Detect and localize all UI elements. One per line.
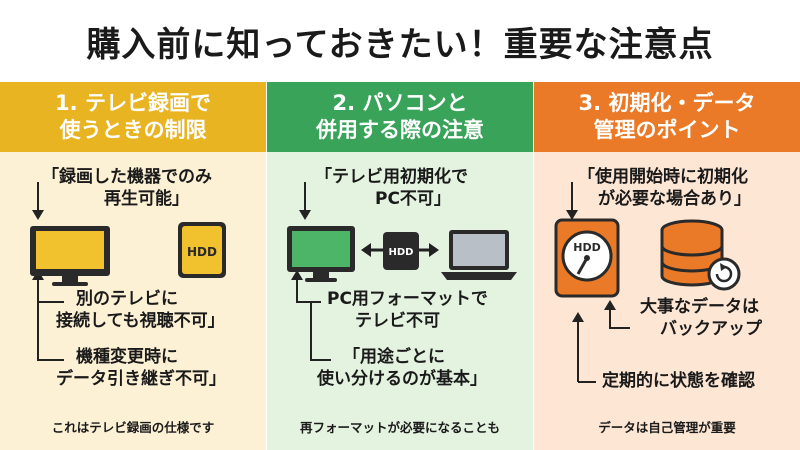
column-header: 1. テレビ録画で 使うときの制限 bbox=[0, 82, 266, 152]
note-2-line2: 接続しても視聴不可」 bbox=[56, 311, 225, 331]
column-tv-recording: 1. テレビ録画で 使うときの制限 HDD 「録画した機器でのみ 再生可能」 別… bbox=[0, 82, 266, 450]
note-2-line2: テレビ不可 bbox=[355, 311, 440, 331]
note-3-line2: 使い分けるのが基本」 bbox=[317, 369, 487, 389]
note-2-line1: 大事なデータは bbox=[640, 297, 759, 317]
column-illustration: HDD bbox=[30, 182, 226, 361]
arrow-head-icon bbox=[291, 270, 303, 280]
hdd-label: HDD bbox=[187, 245, 217, 259]
column-header-line2: 管理のポイント bbox=[593, 118, 741, 142]
column-header: 2. パソコンと 併用する際の注意 bbox=[267, 82, 533, 152]
tv-icon bbox=[30, 226, 110, 286]
column-illustration: HDD bbox=[287, 182, 517, 361]
arrow-up-icon bbox=[296, 276, 321, 303]
hard-drive-icon: HDD bbox=[554, 218, 620, 298]
note-3-line2: データ引き継ぎ不可」 bbox=[56, 369, 226, 389]
laptop-icon bbox=[441, 230, 517, 280]
column-header-line2: 使うときの制限 bbox=[59, 118, 207, 142]
column-header: 3. 初期化・データ 管理のポイント bbox=[534, 82, 800, 152]
note-1-line2: が必要な場合あり」 bbox=[598, 189, 751, 209]
note-1-line2: PC不可」 bbox=[375, 189, 451, 209]
monitor-icon bbox=[287, 226, 355, 282]
column-footer: データは自己管理が重要 bbox=[598, 420, 736, 435]
column-header-line1: 1. テレビ録画で bbox=[55, 91, 211, 115]
note-1-line1: 「録画した機器でのみ bbox=[42, 167, 212, 187]
page-title: 購入前に知っておきたい！重要な注意点 bbox=[0, 0, 800, 82]
column-init-data: 3. 初期化・データ 管理のポイント HDD 「使用開始時に初期化 が bbox=[534, 82, 800, 450]
note-1-line2: 再生可能」 bbox=[104, 189, 189, 209]
column-header-line1: 3. 初期化・データ bbox=[578, 91, 756, 115]
connector-line bbox=[37, 302, 64, 361]
column-footer: これはテレビ録画の仕様です bbox=[51, 420, 215, 435]
note-2-line1: PC用フォーマットで bbox=[327, 289, 488, 309]
note-3-line1: 定期的に状態を確認 bbox=[602, 371, 755, 391]
database-backup-icon bbox=[660, 219, 741, 291]
arrow-head-icon bbox=[604, 300, 616, 310]
arrow-head-icon bbox=[32, 210, 44, 220]
column-illustration: HDD bbox=[554, 182, 741, 383]
note-1-line1: 「使用開始時に初期化 bbox=[578, 167, 748, 187]
column-header-line2: 併用する際の注意 bbox=[316, 118, 484, 142]
note-2-line2: バックアップ bbox=[660, 319, 762, 339]
note-2-line1: 別のテレビに bbox=[76, 289, 178, 309]
arrow-head-icon bbox=[566, 210, 578, 220]
arrow-up-icon bbox=[609, 306, 630, 329]
arrow-head-icon bbox=[572, 312, 584, 322]
connector-line bbox=[310, 302, 331, 361]
hdd-icon: HDD bbox=[383, 232, 419, 270]
hdd-icon: HDD bbox=[178, 222, 226, 278]
column-header-line1: 2. パソコンと bbox=[332, 91, 468, 115]
note-3-line1: 機種変更時に bbox=[76, 347, 178, 367]
column-pc-usage: 2. パソコンと 併用する際の注意 HDD bbox=[267, 82, 533, 450]
arrow-head-icon bbox=[299, 210, 311, 220]
note-1-line1: 「テレビ用初期化で bbox=[315, 167, 468, 187]
hdd-label: HDD bbox=[389, 247, 414, 258]
note-3-line1: 「用途ごとに bbox=[343, 347, 445, 367]
column-footer: 再フォーマットが必要になることも bbox=[299, 420, 500, 435]
hdd-label: HDD bbox=[573, 241, 600, 254]
